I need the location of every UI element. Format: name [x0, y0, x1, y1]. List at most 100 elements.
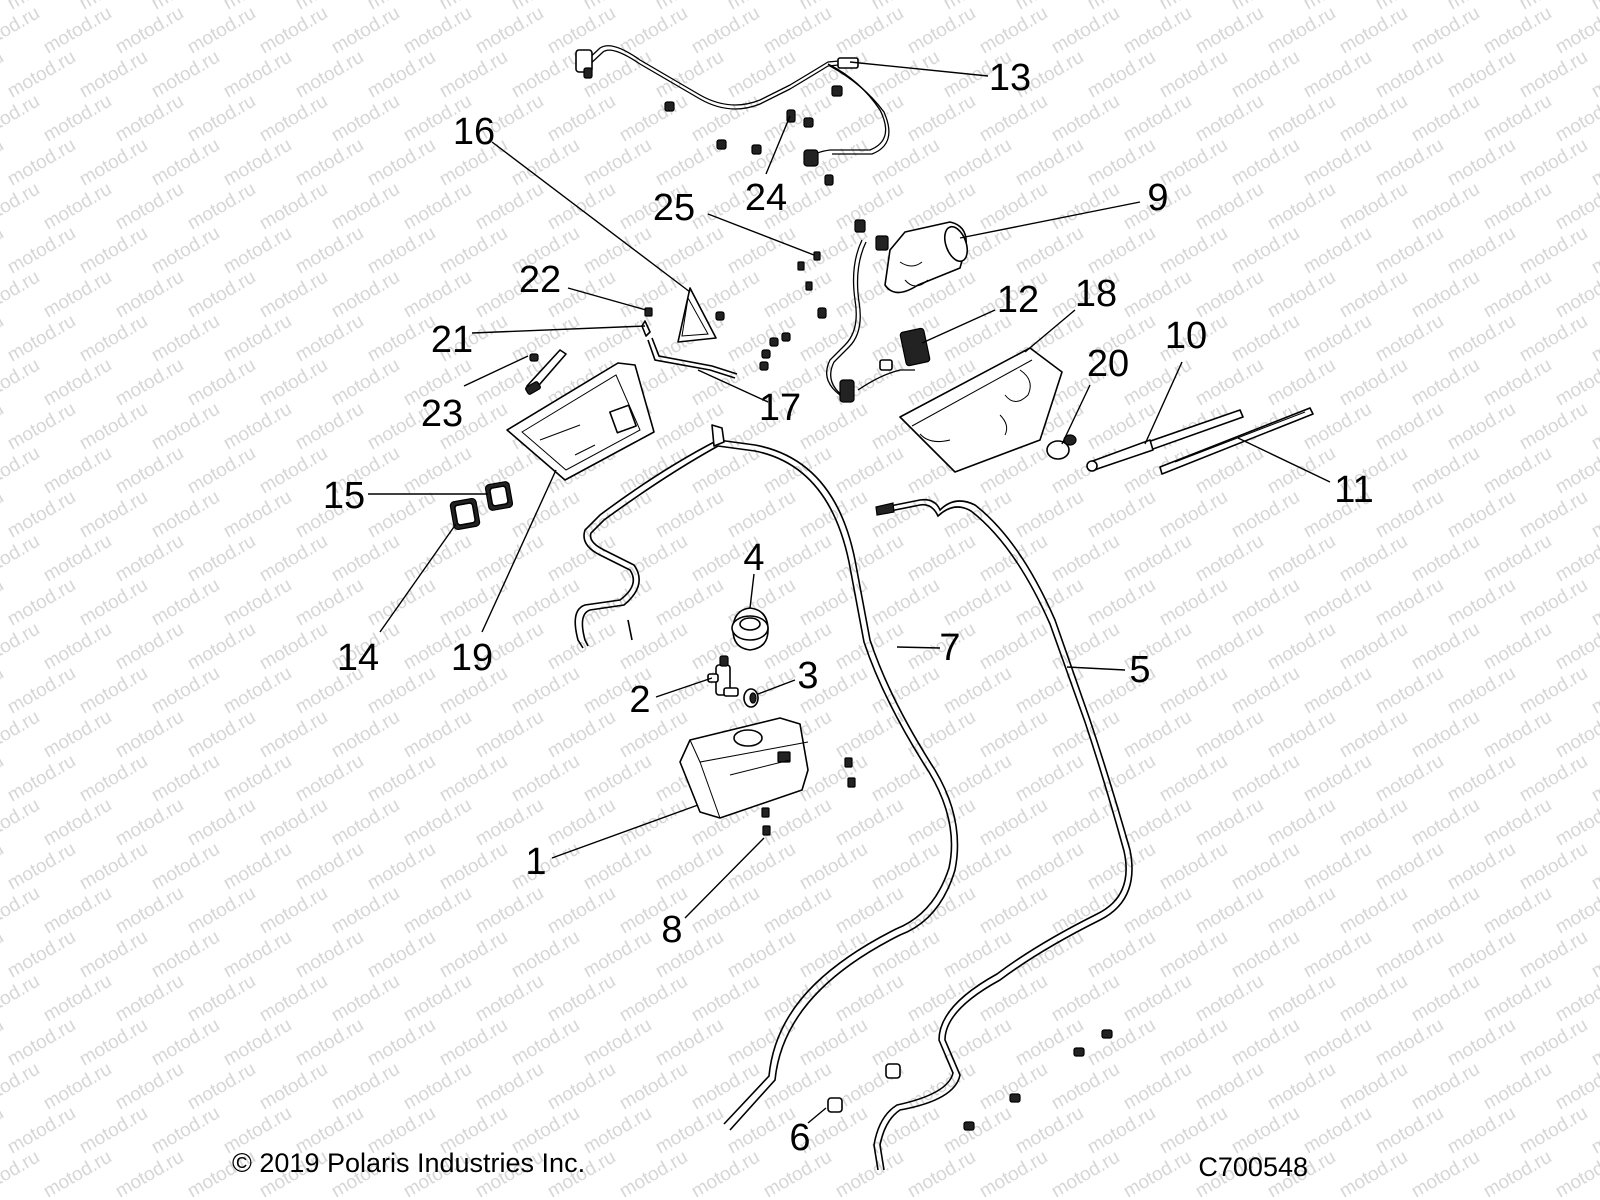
watermark-text: motod.ru	[1048, 91, 1123, 147]
watermark-text: motod.ru	[1192, 707, 1267, 763]
watermark-text: motod.ru	[364, 839, 439, 895]
watermark-text: motod.ru	[652, 135, 727, 191]
watermark-text: motod.ru	[1012, 663, 1087, 719]
watermark-text: motod.ru	[4, 575, 79, 631]
watermark-text: motod.ru	[1228, 47, 1303, 103]
drawing-number: C700548	[1198, 1152, 1308, 1182]
watermark-text: motod.ru	[112, 3, 187, 59]
watermark-text: motod.ru	[904, 1147, 979, 1200]
watermark-text: motod.ru	[1336, 91, 1411, 147]
watermark-text: motod.ru	[328, 179, 403, 235]
watermark-text: motod.ru	[1372, 399, 1447, 455]
callout-19: 19	[451, 637, 493, 679]
part-25-fasteners	[797, 251, 821, 291]
watermark-text: motod.ru	[256, 795, 331, 851]
watermark-text: motod.ru	[40, 179, 115, 235]
watermark-text: motod.ru	[1372, 839, 1447, 895]
watermark-text: motod.ru	[1084, 47, 1159, 103]
watermark-text: motod.ru	[112, 267, 187, 323]
watermark-text: motod.ru	[0, 1059, 43, 1115]
part-8-screws	[761, 757, 856, 836]
watermark-text: motod.ru	[1480, 179, 1555, 235]
watermark-text: motod.ru	[0, 267, 43, 323]
watermark-text: motod.ru	[0, 223, 7, 279]
watermark-text: motod.ru	[1480, 619, 1555, 675]
watermark-text: motod.ru	[0, 1103, 7, 1159]
watermark-text: motod.ru	[112, 707, 187, 763]
watermark-text: motod.ru	[220, 47, 295, 103]
watermark-text: motod.ru	[184, 1059, 259, 1115]
watermark-text: motod.ru	[328, 883, 403, 939]
watermark-text: motod.ru	[0, 619, 43, 675]
watermark-text: motod.ru	[1264, 443, 1339, 499]
watermark-text: motod.ru	[904, 531, 979, 587]
watermark-text: motod.ru	[256, 707, 331, 763]
watermark-text: motod.ru	[40, 531, 115, 587]
watermark-text: motod.ru	[1264, 91, 1339, 147]
watermark-text: motod.ru	[148, 135, 223, 191]
watermark-text: motod.ru	[940, 575, 1015, 631]
watermark-text: motod.ru	[1300, 399, 1375, 455]
watermark-text: motod.ru	[112, 531, 187, 587]
part-1-washer-reservoir	[679, 717, 809, 819]
watermark-text: motod.ru	[724, 223, 799, 279]
watermark-text: motod.ru	[1048, 1147, 1123, 1200]
watermark-text: motod.ru	[508, 487, 583, 543]
watermark-text: motod.ru	[400, 971, 475, 1027]
callout-7: 7	[939, 627, 960, 669]
watermark-text: motod.ru	[76, 47, 151, 103]
watermark-text: motod.ru	[292, 399, 367, 455]
callout-22: 22	[519, 259, 561, 301]
part-14-switch	[449, 497, 481, 531]
watermark-text: motod.ru	[580, 1103, 655, 1159]
copyright-notice: © 2019 Polaris Industries Inc.	[232, 1148, 585, 1178]
watermark-text: motod.ru	[184, 3, 259, 59]
watermark-text: motod.ru	[220, 751, 295, 807]
watermark-text: motod.ru	[76, 399, 151, 455]
watermark-text: motod.ru	[1300, 135, 1375, 191]
watermark-text: motod.ru	[1516, 487, 1591, 543]
watermark-text: motod.ru	[0, 1147, 43, 1200]
watermark-text: motod.ru	[796, 751, 871, 807]
watermark-text: motod.ru	[220, 927, 295, 983]
watermark-text: motod.ru	[508, 751, 583, 807]
watermark-text: motod.ru	[796, 839, 871, 895]
watermark-text: motod.ru	[1408, 619, 1483, 675]
watermark-text: motod.ru	[1156, 751, 1231, 807]
watermark-text: motod.ru	[76, 575, 151, 631]
watermark-text: motod.ru	[76, 663, 151, 719]
watermark-text: motod.ru	[256, 179, 331, 235]
watermark-text: motod.ru	[760, 795, 835, 851]
watermark-text: motod.ru	[1012, 1103, 1087, 1159]
watermark-text: motod.ru	[688, 971, 763, 1027]
watermark-text: motod.ru	[580, 927, 655, 983]
watermark-text: motod.ru	[1156, 927, 1231, 983]
watermark-text: motod.ru	[472, 531, 547, 587]
watermark-text: motod.ru	[1228, 751, 1303, 807]
watermark-text: motod.ru	[1480, 91, 1555, 147]
watermark-text: motod.ru	[1228, 311, 1303, 367]
watermark-text: motod.ru	[1120, 1059, 1195, 1115]
watermark-text: motod.ru	[1048, 179, 1123, 235]
watermark-text: motod.ru	[724, 47, 799, 103]
watermark-text: motod.ru	[148, 1015, 223, 1071]
watermark-text: motod.ru	[364, 927, 439, 983]
watermark-text: motod.ru	[1336, 619, 1411, 675]
part-17-linkage	[647, 337, 738, 379]
watermark-text: motod.ru	[1336, 355, 1411, 411]
watermark-text: motod.ru	[472, 707, 547, 763]
watermark-text: motod.ru	[76, 1103, 151, 1159]
watermark-text: motod.ru	[220, 663, 295, 719]
watermark-text: motod.ru	[328, 531, 403, 587]
watermark-text: motod.ru	[1480, 531, 1555, 587]
watermark-text: motod.ru	[1192, 3, 1267, 59]
watermark-text: motod.ru	[76, 311, 151, 367]
watermark-text: motod.ru	[184, 883, 259, 939]
watermark-text: motod.ru	[544, 971, 619, 1027]
watermark-text: motod.ru	[256, 1059, 331, 1115]
watermark-text: motod.ru	[0, 1015, 7, 1071]
watermark-text: motod.ru	[0, 575, 7, 631]
watermark-text: motod.ru	[1336, 267, 1411, 323]
callout-18: 18	[1075, 273, 1117, 315]
watermark-text: motod.ru	[580, 839, 655, 895]
